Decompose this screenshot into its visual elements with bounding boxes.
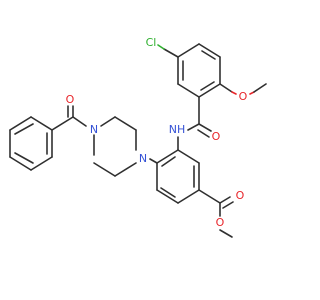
structure-diagram: Cl O NH O O N N O O [9,36,267,238]
bond-o-methoxy-colored [231,91,237,95]
bond-ester-ome [219,229,233,238]
atom-chlorine: Cl [146,36,157,49]
bond-ester-co-2 [222,201,234,209]
chlorophenyl-ring [177,43,221,98]
bond-ester-co [219,196,231,204]
phenyl-ring [9,116,53,171]
benzoate-ring [156,149,200,204]
bond-c-cl [163,48,179,58]
atom-oxygen-benzoyl: O [66,93,75,106]
atom-oxygen-methoxy: O [239,90,248,103]
bond-carbonyl-n [187,123,200,131]
atom-nitrogen-amide: NH [169,123,186,136]
bond-carbonyl-c-o [198,123,212,132]
bond-benzoyl-phenyl [51,116,74,131]
bond-c-o-methoxy [219,83,233,93]
atom-oxygen-ester-carbonyl: O [236,189,245,202]
piperazine-ring [93,116,137,177]
bond-ring-piperazine [149,158,158,164]
bond-n-benzoyl [72,116,87,127]
molecule-canvas: Cl O NH O O N N O O [9,36,267,238]
atom-nitrogen-piperazine-bottom: N [139,152,147,165]
bond-c-cl-colored [157,44,165,50]
bond-ring-ester [198,189,221,204]
bond-carbonyl-c-o-2 [197,129,210,138]
atom-oxygen-ester: O [216,216,225,229]
atom-nitrogen-piperazine-top: N [90,123,98,136]
atom-oxygen-amide: O [212,130,221,143]
bond-methyl [253,83,267,93]
